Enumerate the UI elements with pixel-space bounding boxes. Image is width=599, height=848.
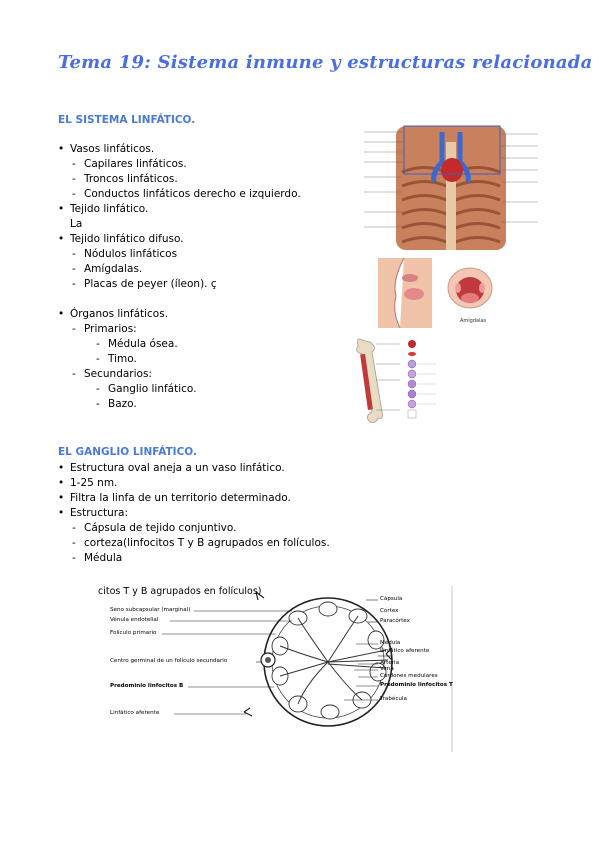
diagram-label: Cápsula (380, 596, 403, 602)
list-item: -Conductos linfáticos derecho e izquierd… (58, 187, 301, 202)
bullet-marker: • (58, 477, 65, 489)
dash-marker: - (72, 158, 76, 170)
dash-marker: - (96, 353, 100, 365)
list-item-text: Tejido linfático. (70, 203, 149, 215)
dash-marker: - (72, 537, 76, 549)
diagram-label: Médula (380, 640, 401, 646)
list-item-text: Bazo. (108, 398, 137, 410)
diagram-label: Paracórtex (380, 618, 410, 624)
lymphatic-system-list: •Vasos linfáticos.-Capilares linfáticos.… (58, 142, 301, 412)
page-title: Tema 19: Sistema inmune y estructuras re… (58, 52, 593, 73)
diagram-caption: citos T y B agrupados en folículos) (98, 586, 262, 597)
diagram-label: Vénula endotelial (110, 617, 159, 623)
list-item-text: Órganos linfáticos. (70, 308, 169, 320)
diagram-label: Vena (380, 666, 394, 672)
bullet-marker: • (58, 143, 65, 155)
list-item: -Capilares linfáticos. (58, 157, 301, 172)
dash-marker: - (96, 383, 100, 395)
list-item: -Timo. (58, 352, 301, 367)
bullet-marker: • (58, 492, 65, 504)
dash-marker: - (72, 248, 76, 260)
dash-marker: - (72, 522, 76, 534)
diagram-label: Predominio linfocitos B (110, 683, 184, 689)
list-item: • Vasos linfáticos. (58, 142, 301, 157)
list-item-text: Primarios: (84, 323, 137, 335)
diagram-label: Linfático aferente (110, 710, 160, 716)
list-item-text: Capilares linfáticos. (84, 158, 187, 170)
list-item-text: Timo. (108, 353, 137, 365)
section-heading-lymphatic-system: EL SISTEMA LINFÁTICO. (58, 114, 196, 126)
list-item: -Médula ósea. (58, 337, 301, 352)
list-item: -Troncos linfáticos. (58, 172, 301, 187)
diagram-label: Arteria (380, 660, 400, 666)
lymph-node-list: • Estructura oval aneja a un vaso linfáti… (58, 461, 330, 566)
dash-marker: - (72, 278, 76, 290)
list-item: La (58, 217, 301, 232)
bullet-marker: • (58, 308, 65, 320)
list-item-text: Ganglio linfático. (108, 383, 197, 395)
list-item-text: Amígdalas. (84, 263, 143, 275)
list-item-text: 1-25 nm. (70, 477, 118, 489)
list-item: • Estructura: (58, 506, 330, 521)
list-item: -Placas de peyer (íleon). ç (58, 277, 301, 292)
list-item-text: Filtra la linfa de un territorio determi… (70, 492, 291, 504)
dash-marker: - (72, 173, 76, 185)
list-item: -Ganglio linfático. (58, 382, 301, 397)
list-item-text: Estructura: (70, 507, 129, 519)
list-item-text: Conductos linfáticos derecho e izquierdo… (84, 188, 301, 200)
list-item-text: Estructura oval aneja a un vaso linfátic… (70, 462, 285, 474)
list-item: -corteza(linfocitos T y B agrupados en f… (58, 536, 330, 551)
list-item: -Bazo. (58, 397, 301, 412)
diagram-label: Trabécula (380, 696, 407, 702)
list-item: • Tejido linfático difuso. (58, 232, 301, 247)
list-item-text: Médula (84, 552, 123, 564)
list-item-text: Troncos linfáticos. (84, 173, 178, 185)
bullet-marker: • (58, 507, 65, 519)
bullet-marker: • (58, 233, 65, 245)
tonsils-figure: Amígdalas (378, 257, 493, 329)
diagram-label: Cordones medulares (380, 673, 438, 679)
section-heading-lymph-node: EL GANGLIO LINFÁTICO. (58, 446, 197, 458)
list-item: • Filtra la linfa de un territorio determ… (58, 491, 330, 506)
list-item: -Secundarios: (58, 367, 301, 382)
bone-marrow-figure (356, 338, 436, 423)
list-item-text: La (70, 218, 83, 230)
list-item: • 1-25 nm. (58, 476, 330, 491)
svg-text:Amígdalas: Amígdalas (460, 317, 487, 324)
diagram-label: Seno subcapsular (marginal) (110, 607, 191, 613)
list-item-text: Tejido linfático difuso. (70, 233, 184, 245)
bullet-marker: • (58, 203, 65, 215)
list-item: -Nódulos linfáticos (58, 247, 301, 262)
diagram-label: Córtex (380, 608, 399, 614)
list-item-text: Médula ósea. (108, 338, 178, 350)
dash-marker: - (72, 188, 76, 200)
dash-marker: - (72, 368, 76, 380)
dash-marker: - (72, 323, 76, 335)
diagram-label: Predominio linfocitos T (380, 682, 453, 688)
list-item: • Estructura oval aneja a un vaso linfáti… (58, 461, 330, 476)
list-item: -Cápsula de tejido conjuntivo. (58, 521, 330, 536)
diagram-label: Centro germinal de un folículo secundari… (110, 658, 228, 664)
diagram-label: Folículo primario (110, 630, 157, 636)
list-item: • Órganos linfáticos. (58, 307, 301, 322)
list-item-text: Secundarios: (84, 368, 152, 380)
list-item-text: Cápsula de tejido conjuntivo. (84, 522, 237, 534)
list-item-text: Vasos linfáticos. (70, 143, 155, 155)
list-item: -Primarios: (58, 322, 301, 337)
list-item: • Tejido linfático. (58, 202, 301, 217)
diagram-label: Linfático aferente (380, 648, 430, 654)
list-item (58, 292, 301, 307)
list-item-text: Placas de peyer (íleon). ç (84, 278, 217, 290)
dash-marker: - (96, 398, 100, 410)
list-item-text: corteza(linfocitos T y B agrupados en fo… (84, 537, 330, 549)
dash-marker: - (72, 552, 76, 564)
bullet-marker: • (58, 462, 65, 474)
dash-marker: - (72, 263, 76, 275)
list-item: -Amígdalas. (58, 262, 301, 277)
thorax-anatomy-figure (364, 125, 538, 250)
lymph-node-diagram: citos T y B agrupados en folículos) Seno… (96, 584, 456, 754)
list-item: -Médula (58, 551, 330, 566)
list-item-text: Nódulos linfáticos (84, 248, 178, 260)
dash-marker: - (96, 338, 100, 350)
